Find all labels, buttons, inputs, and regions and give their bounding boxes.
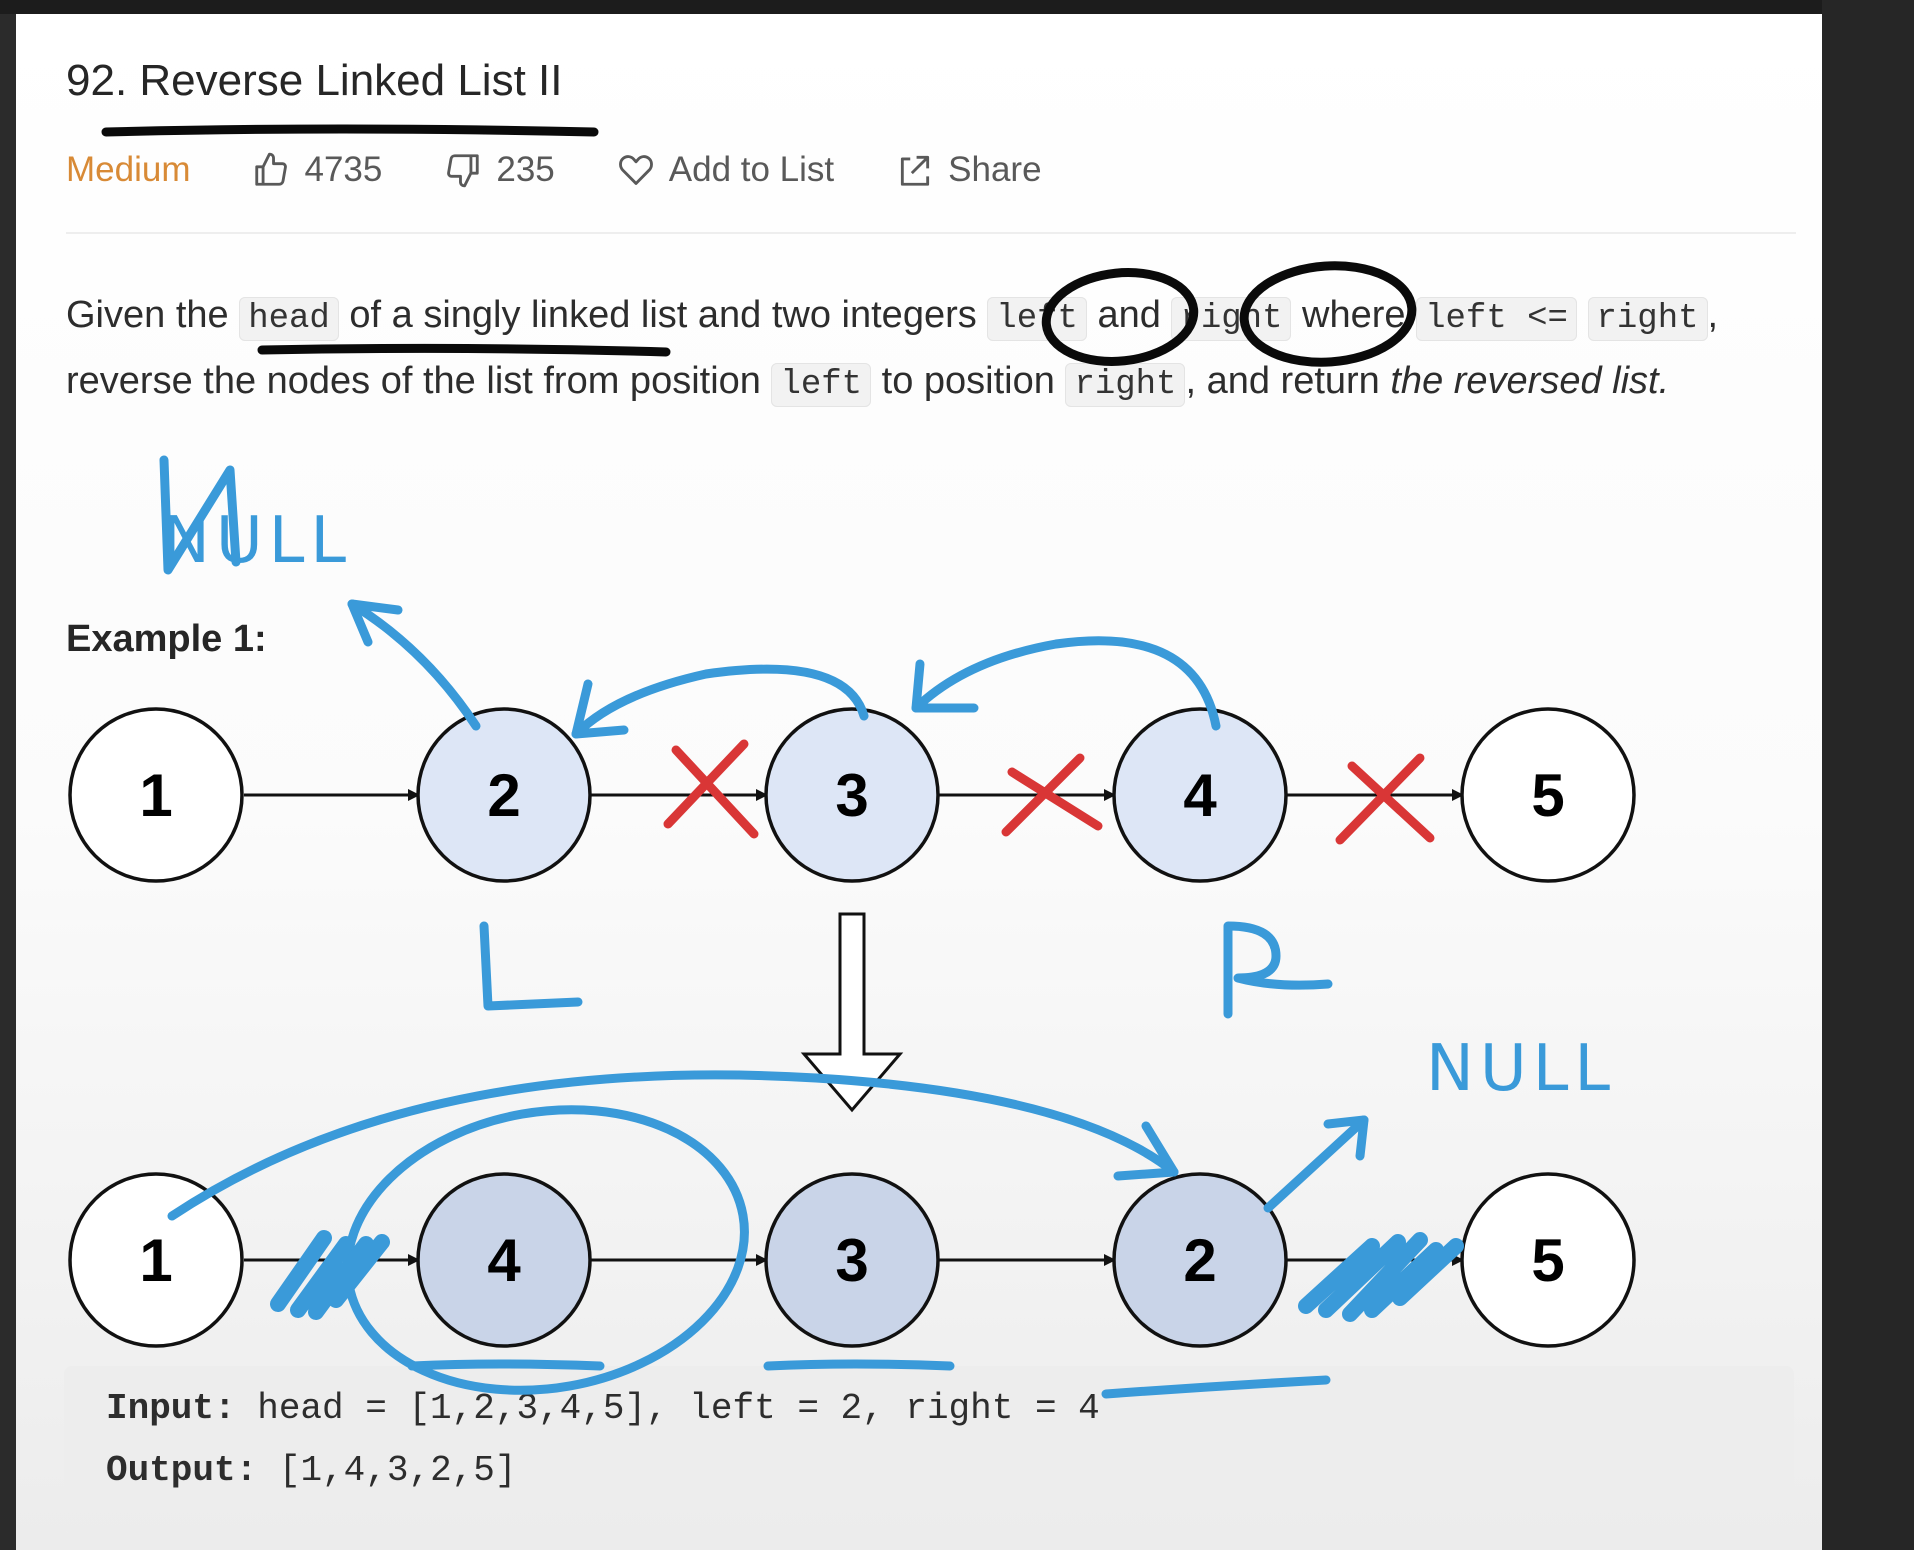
- window-right-bar: [1822, 0, 1914, 1550]
- share-button[interactable]: Share: [896, 150, 1042, 190]
- arrow-head: [1323, 1115, 1369, 1161]
- desc-text: , reverse the nodes of the list from pos…: [66, 294, 1719, 402]
- arrow-head: [571, 679, 629, 739]
- window-top-bar: [0, 0, 1914, 14]
- dislike-count: 235: [496, 150, 555, 189]
- left-circle: [1041, 268, 1199, 366]
- arrow-to-null-top: [347, 599, 481, 731]
- node-value: 3: [835, 1227, 868, 1294]
- cross-icon: [1335, 753, 1435, 845]
- arrow-to-null-bottom: [1263, 1115, 1369, 1213]
- left-pointer-letter: [479, 921, 583, 1011]
- node-value: 3: [835, 762, 868, 829]
- code-head: head: [239, 297, 339, 341]
- left-pointer-label: L: [474, 997, 475, 999]
- code-right: right: [1065, 363, 1186, 407]
- heart-icon: [618, 155, 653, 185]
- head-underline: [257, 343, 671, 357]
- null-annotation-bottom: NULL: [1426, 1032, 1616, 1106]
- problem-title: 92. Reverse Linked List II: [66, 56, 563, 105]
- reverse-arrow-4-to-3: [911, 636, 1221, 731]
- right-pointer-label: R: [1222, 997, 1223, 999]
- arrow-head: [347, 599, 403, 647]
- bottom-nodes: 1 4 3 2 5: [68, 1172, 1636, 1348]
- desc-text: of a singly linked list and two integers: [338, 294, 988, 336]
- list-node-highlighted: [416, 1172, 592, 1348]
- arrow-1-to-2: [167, 1070, 1179, 1221]
- cross-icon: [1001, 753, 1103, 837]
- node-value: 2: [487, 762, 520, 829]
- title-underline: [101, 124, 599, 137]
- thumbs-down-icon: [447, 154, 480, 188]
- scribble: [270, 1230, 390, 1320]
- code-left: left: [987, 297, 1087, 341]
- scribble-marks: [270, 1230, 1464, 1322]
- node-value: 1: [139, 1227, 172, 1294]
- node-value: 2: [1183, 1227, 1216, 1294]
- cross-icon: [663, 739, 759, 839]
- problem-meta-bar: Medium 4735 235 Add to List Share: [66, 142, 1104, 198]
- null-annotation-top: NULL: [162, 504, 352, 578]
- list-node-highlighted: [1112, 1172, 1288, 1348]
- example-box: Input: head = [1,2,3,4,5], left = 2, rig…: [64, 1366, 1794, 1534]
- list-node-highlighted: [1112, 707, 1288, 883]
- example-output: Output: [1,4,3,2,5]: [106, 1450, 516, 1491]
- red-cross-marks: [663, 739, 1435, 845]
- top-nodes: 1 2 3 4 5: [68, 707, 1636, 883]
- list-node-highlighted: [764, 1172, 940, 1348]
- node-value: 4: [1183, 762, 1217, 829]
- example-input: Input: head = [1,2,3,4,5], left = 2, rig…: [106, 1388, 1100, 1429]
- node-underline: [407, 1359, 605, 1371]
- example-title: Example 1:: [66, 618, 267, 660]
- arrow-head: [1113, 1121, 1179, 1181]
- list-node-highlighted: [764, 707, 940, 883]
- code-condition: left <=: [1416, 297, 1577, 341]
- like-count: 4735: [304, 150, 383, 189]
- list-node-highlighted: [416, 707, 592, 883]
- problem-page: 92. Reverse Linked List II Medium 4735 2…: [16, 14, 1822, 1550]
- node-value: 4: [487, 1227, 521, 1294]
- output-value: [1,4,3,2,5]: [257, 1450, 517, 1491]
- right-pointer-letter: [1223, 921, 1333, 1019]
- code-left: left: [771, 363, 872, 407]
- problem-description: Given the head of a singly linked list a…: [66, 284, 1746, 416]
- arrow-head: [911, 659, 979, 713]
- desc-text: and: [1086, 294, 1172, 336]
- list-node: [1460, 707, 1636, 883]
- add-to-list-button[interactable]: Add to List: [617, 150, 834, 190]
- node-value: 1: [139, 762, 172, 829]
- input-label: Input:: [106, 1388, 236, 1429]
- node-value: 5: [1531, 1227, 1564, 1294]
- node-underline: [763, 1359, 955, 1371]
- node-underline: [1101, 1375, 1331, 1399]
- desc-emphasis: the reversed list.: [1390, 360, 1670, 402]
- list-node: [68, 707, 244, 883]
- add-to-list-label: Add to List: [668, 150, 835, 189]
- null-letter: [159, 455, 241, 575]
- list-node: [68, 1172, 244, 1348]
- desc-text: to position: [871, 360, 1066, 402]
- share-icon: [901, 155, 930, 186]
- divider: [66, 232, 1796, 234]
- code-condition-right: right: [1587, 297, 1708, 341]
- list-node: [1460, 1172, 1636, 1348]
- reverse-arrow-3-to-2: [571, 664, 869, 739]
- output-label: Output:: [106, 1450, 258, 1491]
- difficulty-badge: Medium: [66, 150, 191, 189]
- right-circle: [1239, 261, 1417, 367]
- scribble: [1298, 1232, 1464, 1322]
- like-button[interactable]: 4735: [252, 150, 382, 190]
- linked-list-diagram: 1 2 3 4 5 1 4 3 2 5: [68, 124, 1636, 1399]
- desc-text: , and return: [1185, 360, 1391, 402]
- thumbs-up-icon: [255, 152, 288, 186]
- share-label: Share: [948, 150, 1042, 189]
- desc-text: where: [1291, 294, 1417, 336]
- black-ink-annotations: [101, 124, 1417, 367]
- desc-text: Given the: [66, 294, 240, 336]
- node-value: 5: [1531, 762, 1564, 829]
- input-value: head = [1,2,3,4,5], left = 2, right = 4: [235, 1388, 1100, 1429]
- dislike-button[interactable]: 235: [444, 150, 555, 190]
